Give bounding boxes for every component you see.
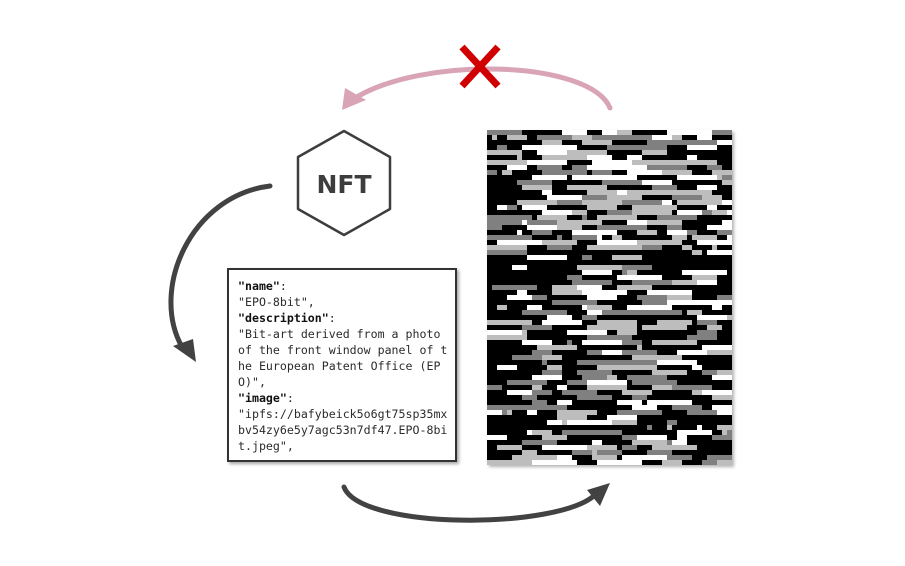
metadata-description-row: "description": [238,310,449,326]
metadata-colon: : [328,311,336,325]
nft-to-metadata-arrowhead [173,339,196,362]
metadata-image-key: "image" [238,391,287,405]
metadata-name-key: "name" [238,279,280,293]
metadata-colon: : [286,391,294,405]
cross-icon [459,44,501,89]
metadata-card: "name": "EPO-8bit", "description": "Bit-… [227,268,457,462]
metadata-description-value: "Bit-art derived from a photo of the fro… [238,327,448,389]
metadata-to-image-arrowhead [587,483,610,506]
metadata-description-key: "description" [238,311,329,325]
metadata-image-value: "ipfs://bafybeick5o6gt75sp35mxbv54zy6e5y… [238,407,448,453]
metadata-colon: : [279,279,287,293]
metadata-image-row: "image": [238,390,449,406]
metadata-name-row: "name": [238,278,449,294]
pixel-art-image [487,130,732,465]
broken-link-arrowhead [342,88,366,110]
metadata-to-image-arrow [341,484,599,523]
hexagon-icon: NFT [296,129,392,237]
nft-to-metadata-arrow [168,183,273,350]
metadata-name-value: "EPO-8bit", [238,295,315,309]
nft-label: NFT [316,170,371,199]
broken-link-arrow [349,66,613,111]
